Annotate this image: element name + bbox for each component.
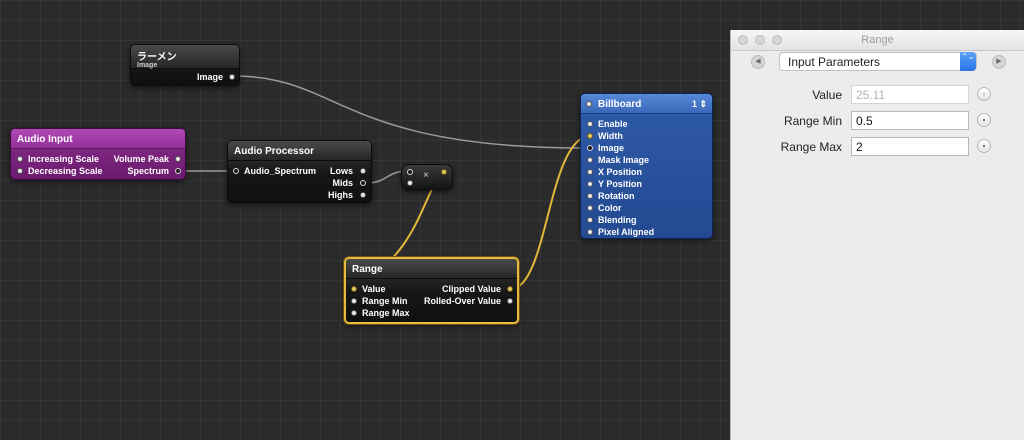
increasing-scale-label: Increasing Scale — [28, 154, 100, 164]
range-min-field-label: Range Min — [783, 114, 842, 128]
rolled-over-value-label: Rolled-Over Value — [423, 296, 501, 306]
billboard-x-position-label: X Position — [598, 167, 643, 177]
minimize-window-button[interactable] — [755, 35, 765, 45]
clipped-value-label: Clipped Value — [441, 284, 501, 294]
audio-processor-title: Audio Processor — [228, 141, 371, 161]
billboard-width-label: Width — [598, 131, 623, 141]
ramen-node-title-text: ラーメン — [137, 52, 177, 63]
range-min-label: Range Min — [362, 296, 408, 306]
range-min-knob[interactable] — [977, 113, 991, 127]
billboard-blending-port[interactable] — [587, 217, 593, 223]
inspector-window-title: Range — [861, 34, 894, 46]
billboard-title-bar: Billboard — [581, 94, 712, 114]
close-window-button[interactable] — [738, 35, 748, 45]
range-node-title: Range — [346, 259, 517, 279]
next-page-button[interactable]: ▶ — [992, 55, 1006, 69]
ramen-node-title: ラーメン Image — [131, 45, 239, 69]
volume-peak-port[interactable] — [175, 156, 181, 162]
highs-label: Highs — [327, 190, 353, 200]
billboard-mask-image-port[interactable] — [587, 157, 593, 163]
inspector-window: Range ◀ Input Parameters ⌃⌄ ▶ Value 25.1… — [730, 30, 1024, 440]
previous-page-button[interactable]: ◀ — [751, 55, 765, 69]
rolled-over-value-port[interactable] — [507, 298, 513, 304]
billboard-enable-port[interactable] — [587, 121, 593, 127]
billboard-image-port[interactable] — [587, 145, 593, 151]
range-value-port[interactable] — [351, 286, 357, 292]
ramen-image-node[interactable]: ラーメン Image Image — [130, 44, 240, 86]
spectrum-label: Spectrum — [127, 166, 169, 176]
billboard-x-position-port[interactable] — [587, 169, 593, 175]
multiply-input-a-port[interactable] — [407, 169, 413, 175]
ramen-output-image-label: Image — [196, 72, 223, 82]
mids-label: Mids — [332, 178, 353, 188]
multiply-output-port[interactable] — [441, 169, 447, 175]
value-field-label: Value — [812, 88, 842, 102]
popup-chevron-icon: ⌃⌄ — [960, 52, 976, 71]
value-field: 25.11 — [851, 85, 969, 104]
billboard-color-label: Color — [598, 203, 622, 213]
mids-port[interactable] — [360, 180, 366, 186]
decreasing-scale-label: Decreasing Scale — [28, 166, 103, 176]
ramen-node-subtitle: Image — [137, 62, 158, 69]
value-knob — [977, 87, 991, 101]
audio-input-title: Audio Input — [11, 129, 185, 149]
wire-clipped-value-to-billboard-width[interactable] — [511, 135, 590, 290]
clipped-value-port[interactable] — [507, 286, 513, 292]
audio-processor-node[interactable]: Audio Processor Audio_Spectrum Lows Mids… — [227, 140, 372, 203]
billboard-title: Billboard — [598, 99, 642, 110]
volume-peak-label: Volume Peak — [113, 154, 169, 164]
billboard-blending-label: Blending — [598, 215, 637, 225]
billboard-node[interactable]: Billboard 1 ⇕ Enable Width Image Mask Im… — [580, 93, 713, 239]
range-max-knob[interactable] — [977, 139, 991, 153]
wire-image-to-billboard[interactable] — [233, 75, 586, 149]
range-value-label: Value — [362, 284, 386, 294]
billboard-image-label: Image — [598, 143, 625, 153]
range-max-port[interactable] — [351, 310, 357, 316]
billboard-color-port[interactable] — [587, 205, 593, 211]
audio-spectrum-port[interactable] — [233, 168, 239, 174]
range-max-field-label: Range Max — [780, 140, 842, 154]
inspector-titlebar[interactable]: Range — [731, 30, 1024, 51]
range-node[interactable]: Range Value Range Min Range Max Clipped … — [344, 257, 519, 324]
zoom-window-button[interactable] — [772, 35, 782, 45]
multiply-icon: × — [423, 170, 429, 181]
lows-port[interactable] — [360, 168, 366, 174]
multiply-input-b-port[interactable] — [407, 180, 413, 186]
inspector-mode-value: Input Parameters — [788, 55, 881, 69]
lows-label: Lows — [329, 166, 353, 176]
inspector-mode-popup[interactable]: Input Parameters ⌃⌄ — [779, 52, 977, 71]
billboard-badge[interactable]: 1 ⇕ — [691, 99, 707, 109]
billboard-mask-image-label: Mask Image — [598, 155, 650, 165]
increasing-scale-port[interactable] — [17, 156, 23, 162]
range-max-label: Range Max — [362, 308, 410, 318]
ramen-output-image-port[interactable] — [229, 74, 235, 80]
range-max-field[interactable]: 2 — [851, 137, 969, 156]
billboard-width-port[interactable] — [587, 133, 593, 139]
range-min-field[interactable]: 0.5 — [851, 111, 969, 130]
range-min-port[interactable] — [351, 298, 357, 304]
billboard-pixel-aligned-label: Pixel Aligned — [598, 227, 655, 237]
decreasing-scale-port[interactable] — [17, 168, 23, 174]
billboard-rotation-port[interactable] — [587, 193, 593, 199]
spectrum-port[interactable] — [175, 168, 181, 174]
billboard-title-port[interactable] — [586, 101, 592, 107]
audio-spectrum-label: Audio_Spectrum — [244, 166, 317, 176]
billboard-enable-label: Enable — [598, 119, 628, 129]
billboard-y-position-label: Y Position — [598, 179, 642, 189]
billboard-rotation-label: Rotation — [598, 191, 635, 201]
audio-input-node[interactable]: Audio Input Increasing Scale Decreasing … — [10, 128, 186, 180]
multiply-node[interactable]: × — [401, 164, 453, 190]
billboard-y-position-port[interactable] — [587, 181, 593, 187]
highs-port[interactable] — [360, 192, 366, 198]
billboard-pixel-aligned-port[interactable] — [587, 229, 593, 235]
